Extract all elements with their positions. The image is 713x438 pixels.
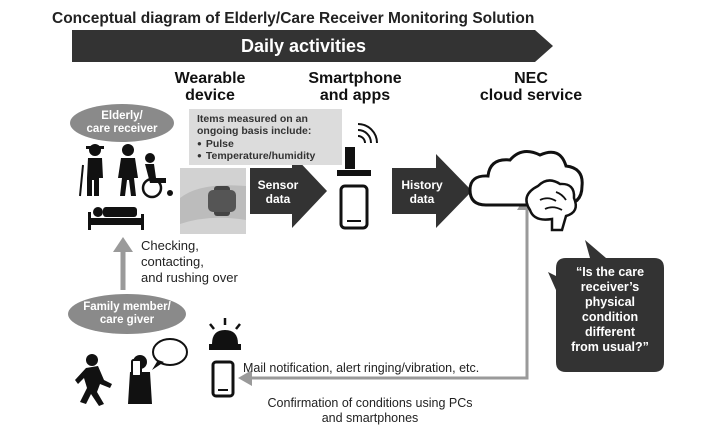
smartphone-icon [339, 184, 369, 230]
question-text: “Is the care receiver’s physical conditi… [571, 265, 649, 354]
mail-notification-text: Mail notification, alert ringing/vibrati… [243, 361, 480, 375]
router-antenna-icon [337, 123, 378, 176]
wearable-device-photo [180, 168, 246, 234]
notification-phone-icon [211, 360, 235, 398]
history-data-label: History data [401, 178, 443, 206]
brain-icon [525, 179, 577, 232]
question-bubble [548, 258, 664, 372]
daily-activities-banner [72, 30, 553, 62]
measured-items-box: Items measured on an ongoing basis inclu… [189, 109, 342, 165]
measured-item: Temperature/humidity [197, 150, 338, 162]
elderly-care-receiver-label: Elderly/ care receiver [70, 104, 174, 142]
up-arrow [113, 237, 133, 290]
alarm-light-icon [209, 318, 241, 350]
daily-activities-label: Daily activities [240, 36, 367, 56]
family-caregiver-icon [75, 338, 188, 406]
smartphone-apps-header: Smartphone and apps [308, 70, 402, 104]
family-care-giver-label: Family member/ care giver [68, 294, 186, 334]
diagram-title: Conceptual diagram of Elderly/Care Recei… [52, 10, 535, 27]
sensor-data-label: Sensor data [257, 178, 299, 206]
measured-items-list: Pulse Temperature/humidity [197, 138, 338, 162]
history-data-arrow [392, 154, 472, 228]
wearable-device-header: Wearable device [174, 70, 246, 104]
measured-item: Pulse [197, 138, 338, 150]
checking-contacting-text: Checking, contacting, and rushing over [141, 238, 238, 285]
nec-cloud-header: NEC cloud service [479, 70, 583, 104]
notification-connector [238, 194, 537, 386]
elderly-people-icon [79, 144, 173, 230]
confirmation-text: Confirmation of conditions using PCs and… [267, 396, 473, 425]
sensor-data-arrow [250, 154, 327, 228]
